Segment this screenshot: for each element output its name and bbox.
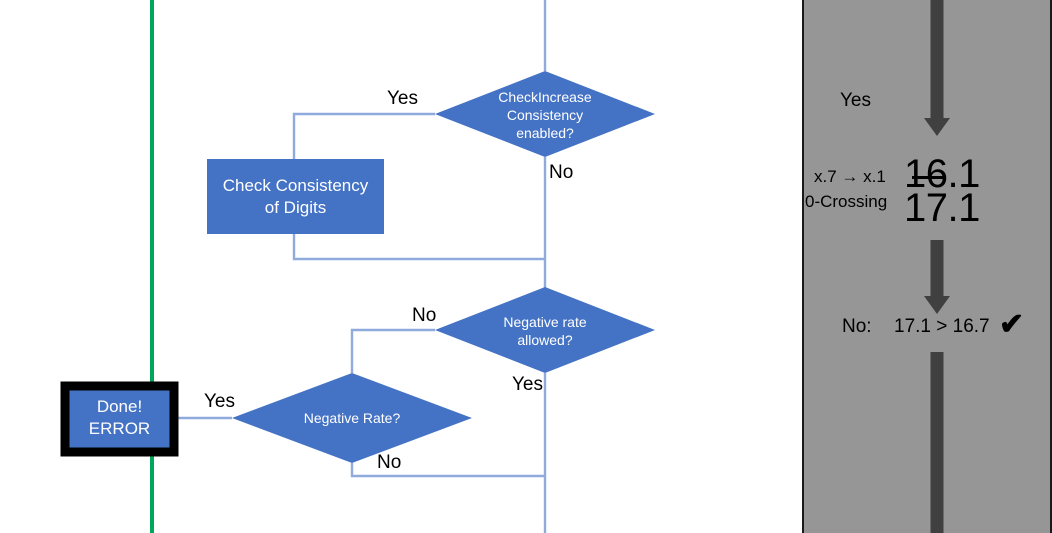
panel-arrows: [924, 0, 950, 533]
node-check-increase-consistency[interactable]: [435, 71, 655, 157]
edge-label-no-negative-rate-allowed: No: [412, 305, 437, 326]
node-negative-rate-allowed[interactable]: [435, 287, 655, 373]
strikethrough-line: [912, 176, 945, 179]
connector-no-negative-rate-allowed: [350, 328, 435, 373]
annotation-panel: Yes x.7 → x.1 16.1 0-Crossing 17.1 No: 1…: [802, 0, 1052, 533]
panel-row-value-zero-crossing: 17.1: [904, 186, 980, 230]
edge-label-yes-done-error: Yes: [204, 391, 235, 412]
panel-arrow-middle: [924, 240, 950, 314]
edge-label-yes-check-increase: Yes: [387, 88, 418, 109]
panel-row-label-x7-to-x1: x.7 → x.1: [814, 167, 886, 186]
node-negative-rate[interactable]: [232, 373, 472, 463]
edge-label-no-negative-rate: No: [377, 452, 402, 473]
edge-label-no-check-increase: No: [549, 162, 574, 183]
connector-no-negative-rate: [350, 463, 545, 478]
panel-row-value-x7-to-x1: 16.1: [904, 152, 980, 196]
panel-yes-label: Yes: [840, 90, 871, 111]
panel-comparison-expression: 17.1 > 16.7: [894, 316, 990, 337]
checkmark-icon: ✔: [999, 308, 1025, 341]
node-check-consistency-of-digits[interactable]: [207, 159, 384, 234]
edge-label-yes-negative-rate-allowed: Yes: [512, 374, 543, 395]
panel-row-label-zero-crossing: 0-Crossing: [805, 192, 888, 211]
panel-arrow-top: [924, 0, 950, 136]
panel-comparison-prefix: No:: [842, 316, 872, 337]
node-done-error[interactable]: [60, 381, 179, 457]
